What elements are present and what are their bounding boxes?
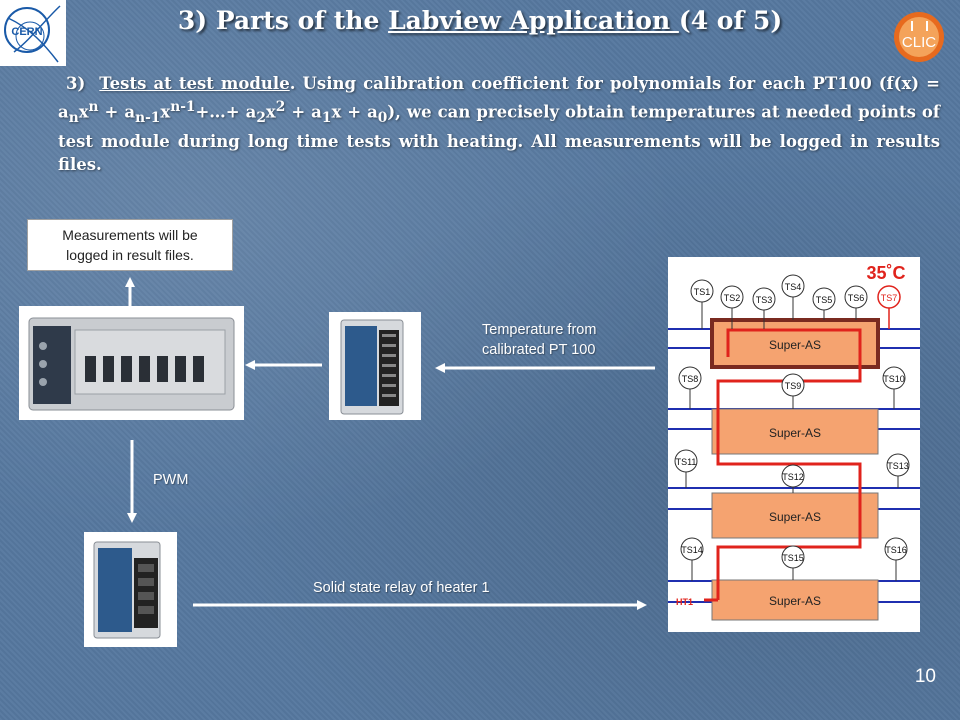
description-paragraph: 3) Tests at test module. Using calibratio…: [58, 74, 940, 175]
sensor-label-ts14: TS14: [681, 545, 703, 555]
sensor-label-ts16: TS16: [885, 545, 907, 555]
relay-module-photo: [84, 532, 177, 647]
note-line-2: logged in result files.: [66, 247, 194, 263]
slide-title: 3) Parts of the Labview Application (4 o…: [0, 6, 960, 35]
sensor-ts5: [812, 287, 836, 311]
sensor-label-ts9: TS9: [785, 381, 802, 391]
paragraph-number: 3): [66, 74, 86, 93]
results-note-box: Measurements will be logged in result fi…: [27, 219, 233, 271]
sensor-label-ts2: TS2: [724, 293, 741, 303]
cern-logo-text: CERN: [11, 26, 42, 38]
pwm-label: PWM: [153, 472, 189, 488]
sensor-ts3: [752, 287, 776, 311]
block-3: [711, 492, 879, 539]
sensor-ts6: [844, 285, 868, 309]
block-label-1: Super-AS: [769, 338, 821, 352]
sensor-label-ts4: TS4: [785, 282, 802, 292]
heater-label: HT1: [676, 597, 693, 607]
block-label-3: Super-AS: [769, 510, 821, 524]
clic-logo-icon: CLIC: [894, 12, 944, 62]
sensor-label-ts13: TS13: [887, 461, 909, 471]
title-prefix: 3) Parts of the: [177, 6, 389, 35]
sensor-ts4: [781, 274, 805, 298]
test-module-diagram: Super-AS Super-AS Super-AS Super-AS TS1 …: [668, 257, 920, 632]
sensor-label-ts5: TS5: [816, 295, 833, 305]
block-2: [711, 408, 879, 455]
sensor-ts2: [720, 285, 744, 309]
title-link[interactable]: Labview Application: [388, 6, 679, 35]
relay-label: Solid state relay of heater 1: [313, 580, 490, 596]
chassis-icon: [28, 317, 235, 411]
input-module-icon: [340, 319, 404, 415]
sensor-label-ts1: TS1: [694, 287, 711, 297]
clic-logo: CLIC: [893, 11, 945, 63]
input-module-photo: [329, 312, 421, 420]
title-suffix: (4 of 5): [678, 6, 783, 35]
sensor-label-ts12: TS12: [782, 472, 804, 482]
block-label-2: Super-AS: [769, 426, 821, 440]
sensor-label-ts11: TS11: [676, 457, 697, 467]
note-line-1: Measurements will be: [62, 227, 198, 243]
paragraph-continuation: ), we can precisely obtain temperatures …: [58, 102, 940, 175]
sensor-label-ts3: TS3: [756, 295, 773, 305]
temperature-label-line-2: calibrated PT 100: [482, 342, 596, 358]
formula-tail: x + a: [331, 102, 378, 121]
sensor-label-ts7: TS7: [881, 293, 898, 303]
clic-logo-text: CLIC: [902, 34, 936, 51]
cern-logo-icon: CERN: [4, 5, 61, 63]
sensor-ts7: [877, 285, 901, 309]
temperature-readout: 35˚C: [866, 263, 905, 283]
paragraph-body: . Using calibration coefficient for poly…: [58, 74, 940, 121]
sensor-label-ts8: TS8: [682, 374, 699, 384]
sensor-label-ts10: TS10: [883, 374, 905, 384]
sensor-label-ts15: TS15: [782, 553, 804, 563]
paragraph-heading: Tests at test module: [99, 74, 290, 93]
cern-logo: CERN: [0, 0, 66, 66]
test-module-svg: Super-AS Super-AS Super-AS Super-AS TS1 …: [668, 263, 920, 621]
block-4: [711, 579, 879, 621]
temperature-label-line-1: Temperature from: [482, 322, 597, 338]
chassis-photo: [19, 306, 244, 420]
relay-module-icon: [93, 541, 161, 639]
temperature-label: Temperature from calibrated PT 100: [482, 320, 596, 360]
sensor-ts1: [690, 279, 714, 303]
block-1: [710, 318, 880, 369]
page-number: 10: [914, 666, 936, 687]
sensor-label-ts6: TS6: [848, 293, 865, 303]
block-label-4: Super-AS: [769, 594, 821, 608]
